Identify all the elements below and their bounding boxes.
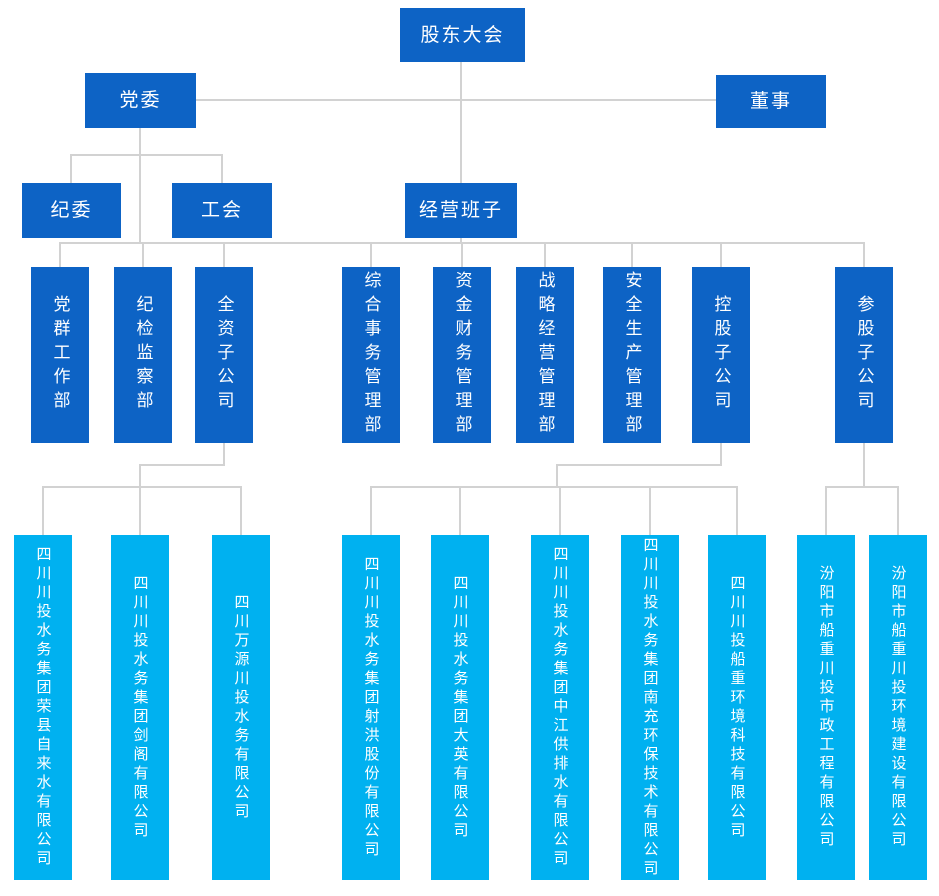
- node-company-fenyang-env-construction: 汾阳市船重川投环境建设有限公司: [869, 535, 927, 880]
- connector-company-stub: [559, 486, 561, 535]
- connector-company-stub: [370, 486, 372, 535]
- connector-dept-stub: [370, 242, 372, 268]
- node-director: 董事: [716, 75, 826, 128]
- node-finance-dept: 资金财务管理部: [433, 267, 491, 443]
- node-safety-production-dept: 安全生产管理部: [603, 267, 661, 443]
- connector-company-stub: [240, 486, 242, 535]
- connector-party-to-director: [196, 99, 716, 101]
- connector-dept-stub: [863, 242, 865, 268]
- node-company-jiange: 四川川投水务集团剑阁有限公司: [111, 535, 169, 880]
- connector-dept-stub: [720, 242, 722, 268]
- node-general-affairs-dept: 综合事务管理部: [342, 267, 400, 443]
- node-company-shehong: 四川川投水务集团射洪股份有限公司: [342, 535, 400, 880]
- connector-holding-down: [720, 443, 722, 466]
- node-wholly-owned-subsidiaries: 全资子公司: [195, 267, 253, 443]
- connector-wholly-owned-down: [223, 443, 225, 466]
- connector-wholly-owned-jog-h: [139, 464, 225, 466]
- connector-company-stub: [139, 486, 141, 535]
- node-company-nanchong-env: 四川川投水务集团南充环保技术有限公司: [621, 535, 679, 880]
- connector-holding-trunk: [370, 486, 738, 488]
- node-party-masses-work-dept: 党群工作部: [31, 267, 89, 443]
- node-labor-union: 工会: [172, 183, 272, 238]
- connector-wholly-owned-trunk: [42, 486, 242, 488]
- connector-party-branch-h: [70, 154, 223, 156]
- connector-to-labor-union: [221, 154, 223, 184]
- connector-company-stub: [649, 486, 651, 535]
- node-company-daying: 四川川投水务集团大英有限公司: [431, 535, 489, 880]
- node-shareholders-meeting: 股东大会: [400, 8, 525, 62]
- node-discipline-committee: 纪委: [22, 183, 121, 238]
- connector-company-stub: [736, 486, 738, 535]
- connector-company-stub: [42, 486, 44, 535]
- connector-root-to-management: [460, 62, 462, 184]
- node-company-fenyang-municipal: 汾阳市船重川投市政工程有限公司: [797, 535, 855, 880]
- connector-dept-stub: [59, 242, 61, 268]
- node-company-rongxian-water: 四川川投水务集团荣县自来水有限公司: [14, 535, 72, 880]
- connector-holding-jog-v: [556, 464, 558, 488]
- node-management-team: 经营班子: [405, 183, 517, 238]
- connector-dept-stub: [142, 242, 144, 268]
- connector-to-discipline-committee: [70, 154, 72, 184]
- connector-party-down: [139, 128, 141, 244]
- node-equity-participation-subsidiaries: 参股子公司: [835, 267, 893, 443]
- connector-holding-jog-h: [556, 464, 722, 466]
- node-company-chuanzhong-env-tech: 四川川投船重环境科技有限公司: [708, 535, 766, 880]
- node-discipline-inspection-dept: 纪检监察部: [114, 267, 172, 443]
- connector-management-stub: [460, 238, 462, 244]
- connector-equity-trunk: [825, 486, 899, 488]
- connector-company-stub: [459, 486, 461, 535]
- node-holding-subsidiaries: 控股子公司: [692, 267, 750, 443]
- connector-dept-stub: [544, 242, 546, 268]
- connector-company-stub: [897, 486, 899, 535]
- connector-dept-stub: [461, 242, 463, 268]
- node-strategy-dept: 战略经营管理部: [516, 267, 574, 443]
- connector-dept-stub: [223, 242, 225, 268]
- connector-dept-stub: [631, 242, 633, 268]
- connector-equity-down: [863, 443, 865, 488]
- node-party-committee: 党委: [85, 73, 196, 128]
- node-company-wanyuan: 四川万源川投水务有限公司: [212, 535, 270, 880]
- node-company-zhongjiang: 四川川投水务集团中江供排水有限公司: [531, 535, 589, 880]
- connector-company-stub: [825, 486, 827, 535]
- connector-wholly-owned-jog-v: [139, 464, 141, 488]
